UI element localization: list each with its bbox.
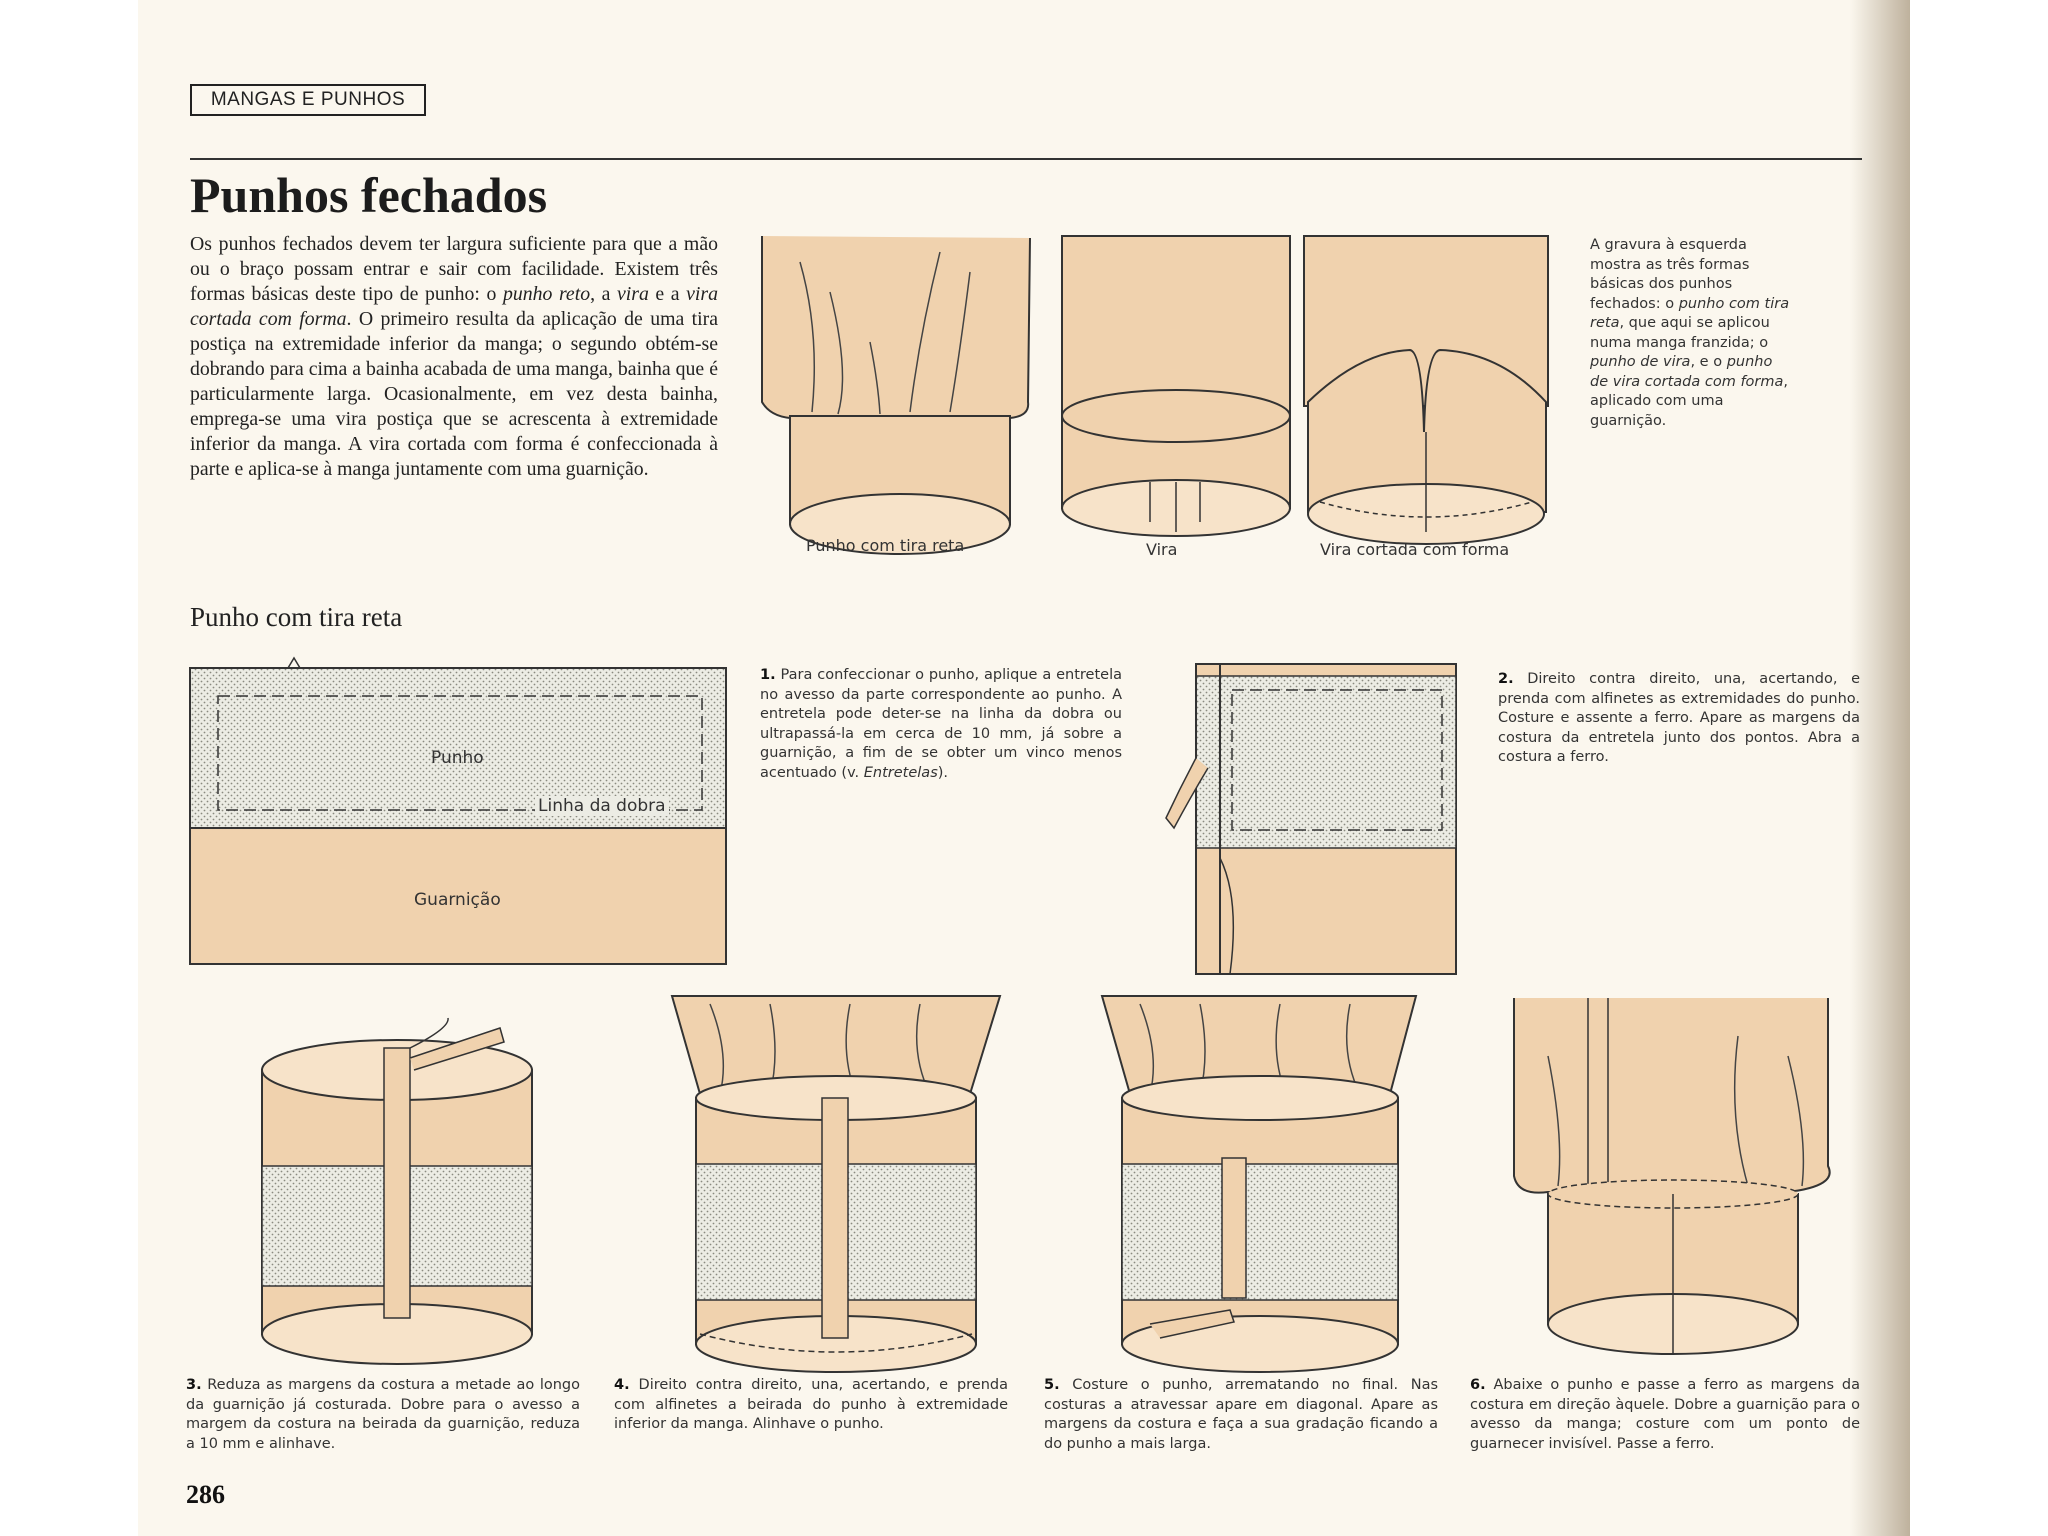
- section-tag: MANGAS E PUNHOS: [190, 84, 426, 116]
- step-6: 6. Abaixe o punho e passe a ferro as mar…: [1470, 1376, 1860, 1454]
- side-note: A gravura à esquerda mostra as três form…: [1590, 236, 1790, 431]
- diagram-step-3: [250, 1008, 550, 1366]
- caption-punho-tira-reta: Punho com tira reta: [806, 536, 964, 555]
- caption-vira-cortada: Vira cortada com forma: [1320, 540, 1509, 559]
- header-rule: [190, 158, 1862, 160]
- step-1: 1. Para confeccionar o punho, aplique a …: [760, 666, 1122, 783]
- step-2: 2. Direito contra direito, una, acertand…: [1498, 670, 1860, 768]
- figure-vira-cortada: [1304, 236, 1548, 544]
- step-4: 4. Direito contra direito, una, acertand…: [614, 1376, 1008, 1435]
- diagram-step-2: [1160, 658, 1460, 980]
- page-number: 286: [186, 1480, 225, 1510]
- label-punho: Punho: [431, 748, 484, 768]
- intro-paragraph: Os punhos fechados devem ter largura suf…: [190, 232, 718, 482]
- step-3: 3. Reduza as margens da costura a metade…: [186, 1376, 580, 1454]
- label-linha-dobra: Linha da dobra: [535, 796, 669, 816]
- figure-punho-tira-reta: [762, 236, 1030, 554]
- diagram-step-6: [1508, 996, 1838, 1366]
- top-figures: [760, 232, 1550, 564]
- diagram-step-4: [670, 994, 1010, 1376]
- diagram-step-5: [1100, 994, 1430, 1376]
- section-subhead: Punho com tira reta: [190, 602, 402, 633]
- caption-vira: Vira: [1146, 540, 1177, 559]
- page-title: Punhos fechados: [190, 166, 547, 224]
- book-spine-shadow: [1850, 0, 1910, 1536]
- figure-vira: [1062, 236, 1290, 536]
- label-guarnicao: Guarnição: [414, 890, 501, 910]
- step-5: 5. Costure o punho, arrematando no final…: [1044, 1376, 1438, 1454]
